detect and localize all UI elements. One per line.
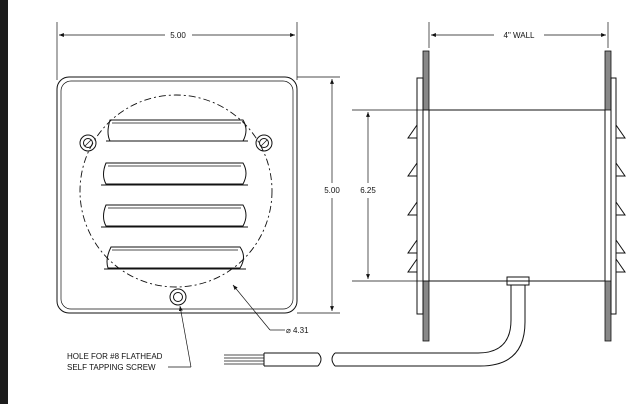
screw-hole-bottom [169, 288, 187, 306]
louver-plate-inner [60, 80, 294, 310]
flange-left [416, 77, 424, 315]
louver-slat-2 [101, 162, 248, 186]
viewer-left-edge [0, 0, 8, 404]
screw-note-line-2: SELF TAPPING SCREW [67, 363, 156, 372]
screw-hole-right [255, 134, 273, 152]
louver-teeth-left [407, 124, 418, 273]
hole-circle-outline [79, 94, 273, 288]
height-dimension-label: 5.00 [324, 186, 340, 195]
screw-note-leader [178, 305, 192, 368]
duct-dimension-label: 6.25 [360, 186, 376, 195]
width-dimension-label: 5.00 [170, 31, 186, 40]
cable-upper-edge [335, 285, 512, 354]
diameter-leader [232, 284, 271, 331]
flange-right [610, 77, 617, 315]
louver-plate-outer [56, 76, 298, 314]
screw-hole-left [79, 134, 97, 152]
louver-slat-1 [106, 119, 248, 142]
cable-gland [506, 276, 530, 286]
louver-slat-4 [104, 246, 246, 270]
cable-lower-edge [335, 285, 526, 367]
diameter-dimension-label: 4.31 [293, 326, 309, 335]
diameter-symbol: ⌀ [286, 326, 291, 335]
wall-section-right [604, 50, 612, 342]
front-view: 5.00 [56, 22, 340, 372]
louver-slat-3 [101, 204, 248, 228]
side-view: 4" WALL [224, 22, 626, 367]
louver-teeth-right [615, 124, 626, 273]
wall-section-left [422, 50, 430, 342]
screw-note-line-1: HOLE FOR #8 FLATHEAD [67, 352, 163, 361]
cable-break-left [317, 352, 322, 367]
cable-break-right [331, 352, 336, 367]
duct-body [428, 109, 606, 282]
wall-dimension-label: 4" WALL [504, 31, 536, 40]
cable-wires [224, 354, 264, 365]
